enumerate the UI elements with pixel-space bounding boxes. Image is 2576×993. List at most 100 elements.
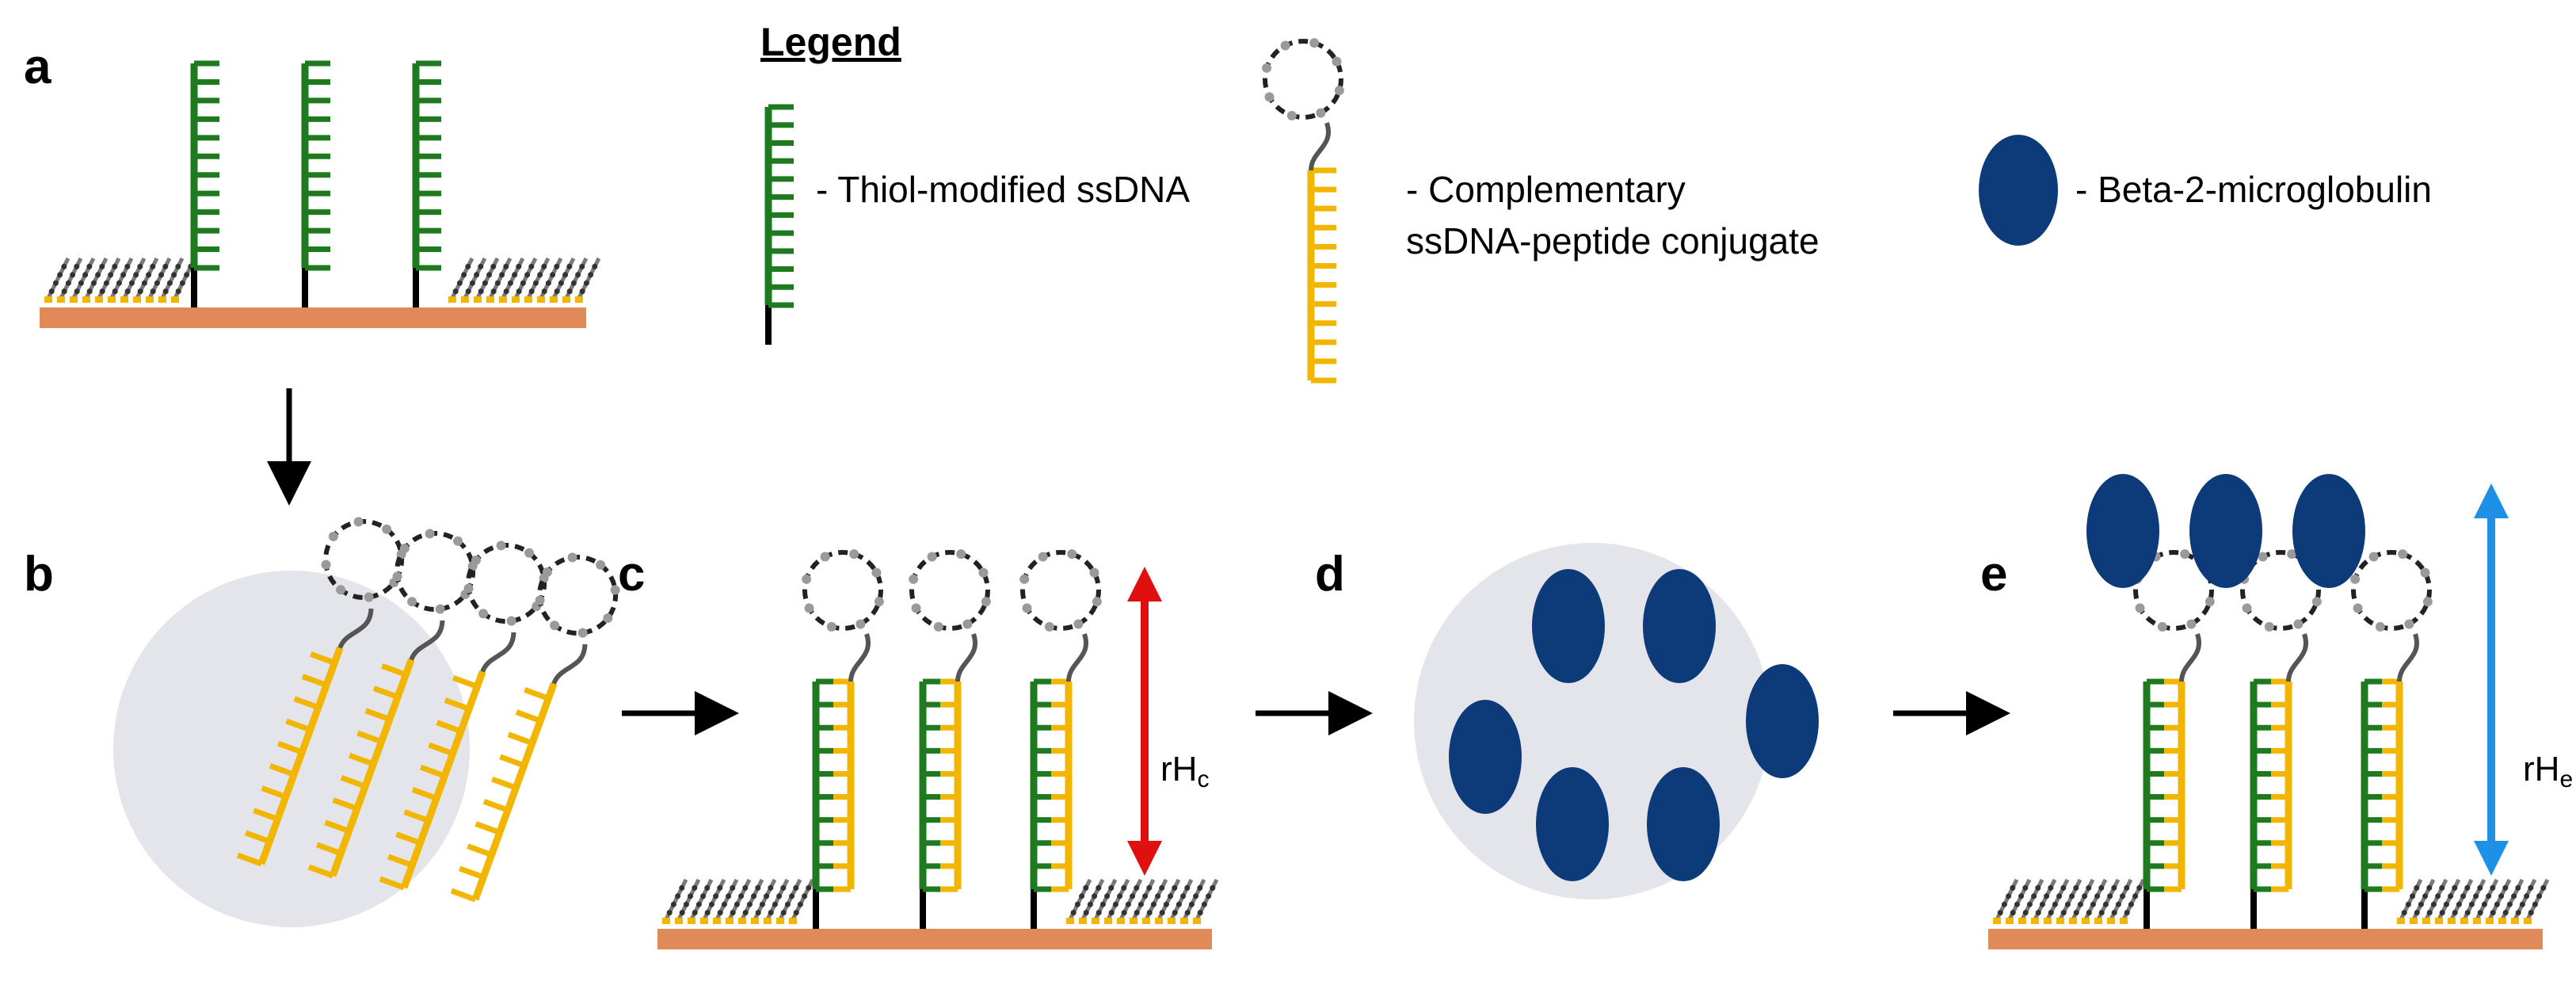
peptide-bead	[550, 621, 560, 631]
backfill-atom	[768, 884, 774, 891]
protein-d-3	[1449, 700, 1522, 814]
peptide-loop	[909, 550, 990, 631]
backfill-foot	[448, 296, 456, 303]
backfill-atom	[2094, 893, 2101, 899]
backfill-atom	[528, 288, 535, 295]
peptide-bead	[826, 621, 836, 632]
yellow-base-tick	[285, 718, 311, 733]
peptide-bead	[2287, 549, 2297, 560]
backfill-atom	[1092, 893, 1098, 899]
backfill-atom	[570, 280, 577, 286]
backfill-atom	[162, 263, 169, 269]
backfill-atom	[2090, 901, 2096, 907]
backfill-atom	[137, 263, 143, 269]
peptide-bead	[2157, 621, 2167, 632]
yellow-base-tick	[411, 787, 438, 801]
backfill-foot	[70, 296, 78, 303]
peptide-bead	[471, 555, 481, 565]
backfill-foot	[537, 296, 545, 303]
backfill-foot	[700, 918, 708, 924]
peptide-linker	[1066, 633, 1088, 682]
backfill-atom	[2481, 901, 2487, 907]
duplex-e-2	[2239, 549, 2322, 929]
yellow-base-tick	[491, 776, 517, 791]
backfill-c-right	[1066, 878, 1219, 924]
peptide-bead	[855, 619, 866, 629]
substrate-e	[1988, 929, 2543, 949]
peptide-bead	[2350, 574, 2361, 584]
yellow-base-tick	[293, 696, 320, 710]
backfill-atom	[1163, 901, 1169, 907]
backfill-foot	[764, 918, 772, 924]
dimension-label-c: rHc	[1160, 750, 1209, 792]
peptide-linker	[551, 644, 588, 685]
backfill-foot	[2410, 918, 2418, 924]
backfill-atom	[2111, 884, 2117, 891]
peptide-bead	[2258, 552, 2268, 562]
backfill-atom	[793, 910, 799, 916]
backfill-atom	[1083, 884, 1089, 891]
backfill-atom	[2502, 884, 2509, 891]
yellow-base-tick	[420, 764, 446, 779]
yellow-base-tick	[261, 785, 287, 800]
backfill-atom	[679, 910, 685, 916]
free-conjugate-b-2	[307, 529, 478, 879]
backfill-foot	[1993, 918, 2001, 924]
backfill-atom	[2022, 910, 2029, 916]
yellow-base-tick	[458, 865, 485, 880]
backfill-atom	[1096, 884, 1102, 891]
peptide-bead	[802, 574, 812, 584]
backfill-atom	[2464, 910, 2471, 916]
peptide-linker	[409, 620, 445, 661]
backfill-atom	[1083, 910, 1089, 916]
backfill-atom	[179, 280, 185, 286]
backfill-atom	[141, 280, 147, 286]
backfill-atom	[2422, 893, 2429, 899]
backfill-atom	[2010, 884, 2016, 891]
backfill-atom	[1206, 893, 1212, 899]
backfill-foot	[108, 296, 116, 303]
backfill-a-left	[44, 257, 197, 303]
peptide-bead	[1022, 603, 1032, 613]
backfill-atom	[456, 280, 463, 286]
backfill-atom	[112, 263, 118, 269]
yellow-backbone	[471, 682, 558, 901]
backfill-foot	[688, 918, 695, 924]
backfill-foot	[2044, 918, 2052, 924]
backfill-foot	[1155, 918, 1163, 924]
backfill-foot	[2094, 918, 2102, 924]
peptide-bead	[382, 524, 392, 534]
yellow-base-tick	[467, 843, 493, 857]
peptide-bead	[1044, 621, 1054, 632]
backfill-atom	[789, 893, 795, 899]
backfill-atom	[482, 280, 488, 286]
peptide-bead	[1262, 63, 1272, 73]
backfill-atom	[679, 884, 685, 891]
backfill-atom	[776, 893, 783, 899]
backfill-atom	[150, 288, 156, 295]
backfill-atom	[1210, 884, 1216, 891]
backfill-atom	[2039, 901, 2045, 907]
backfill-atom	[1099, 901, 1106, 907]
protein-d-4	[1746, 664, 1819, 778]
yellow-base-tick	[364, 708, 391, 722]
backfill-atom	[57, 272, 63, 278]
peptide-bead	[328, 531, 338, 541]
yellow-base-tick	[356, 730, 383, 745]
backfill-atom	[588, 272, 594, 278]
yellow-base-tick	[379, 876, 406, 891]
backfill-foot	[2031, 918, 2039, 924]
peptide-bead	[542, 567, 552, 577]
backfill-atom	[1201, 901, 1207, 907]
backfill-atom	[2528, 910, 2534, 916]
peptide-bead	[435, 604, 445, 614]
peptide-bead	[1332, 56, 1342, 67]
peptide-bead	[2135, 603, 2145, 613]
yellow-base-tick	[340, 775, 367, 789]
backfill-foot	[1117, 918, 1125, 924]
backfill-atom	[2477, 884, 2483, 891]
backfill-atom	[566, 263, 573, 269]
peptide-bead	[911, 603, 921, 613]
backfill-atom	[124, 263, 131, 269]
peptide-bead	[956, 549, 966, 560]
